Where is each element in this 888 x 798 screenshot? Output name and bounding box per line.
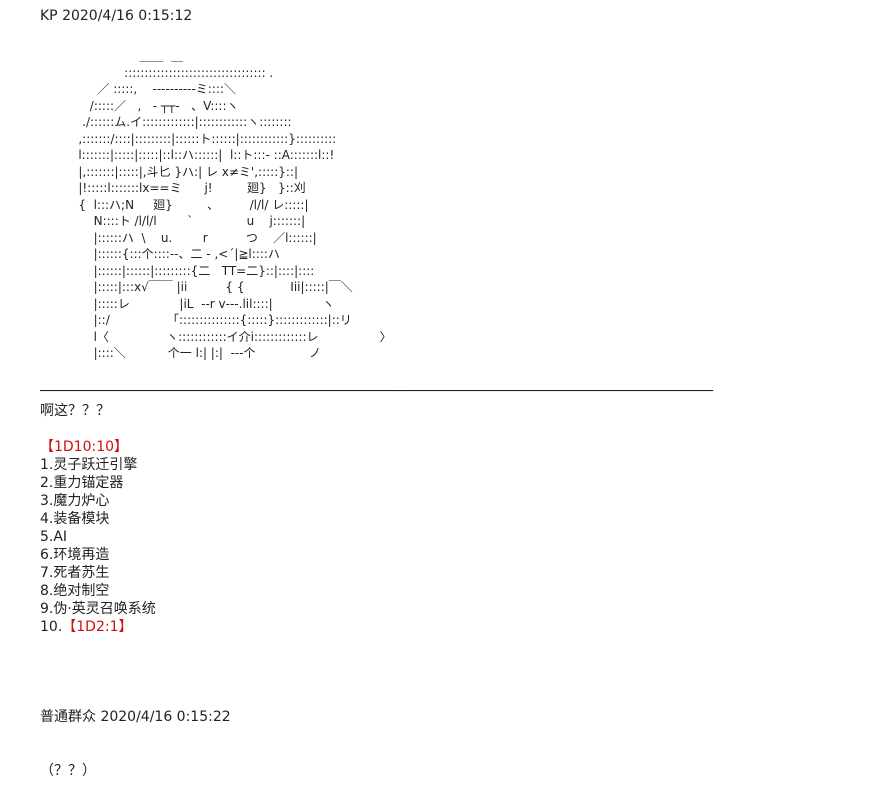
option-item: 2.重力锚定器 (40, 475, 124, 491)
option-item: 5.AI (40, 529, 68, 545)
option-item: 4.装备模块 (40, 511, 110, 527)
reply-text: （？？） (40, 763, 96, 779)
reply-header: 普通群众 2020/4/16 0:15:22 (40, 709, 231, 725)
post-body: 啊这？？？ 【1D10:10】 1.灵子跃迁引擎 2.重力锚定器 3.魔力炉心 … (40, 402, 880, 636)
question-text: 啊这？？？ (40, 403, 110, 419)
option-10-dice: 【1D2:1】 (62, 619, 133, 635)
option-item: 6.环境再造 (40, 547, 110, 563)
option-item: 8.绝对制空 (40, 583, 110, 599)
option-item: 3.魔力炉心 (40, 493, 110, 509)
option-item-10: 10.【1D2:1】 (40, 618, 880, 636)
reply-post: 普通群众 2020/4/16 0:15:22 （？？） (40, 672, 231, 798)
divider: ────────────────────────────────────────… (40, 388, 714, 396)
post-header: KP 2020/4/16 0:15:12 (40, 8, 193, 24)
option-10-prefix: 10. (40, 619, 63, 635)
ascii-art: ＿＿ ＿ :::::::::::::::::::::::::::::::::::… (78, 49, 392, 360)
option-item: 7.死者苏生 (40, 565, 110, 581)
option-item: 9.伪·英灵召唤系统 (40, 601, 156, 617)
option-item: 1.灵子跃迁引擎 (40, 457, 138, 473)
spacer (40, 420, 880, 438)
dice-roll: 【1D10:10】 (40, 439, 129, 455)
